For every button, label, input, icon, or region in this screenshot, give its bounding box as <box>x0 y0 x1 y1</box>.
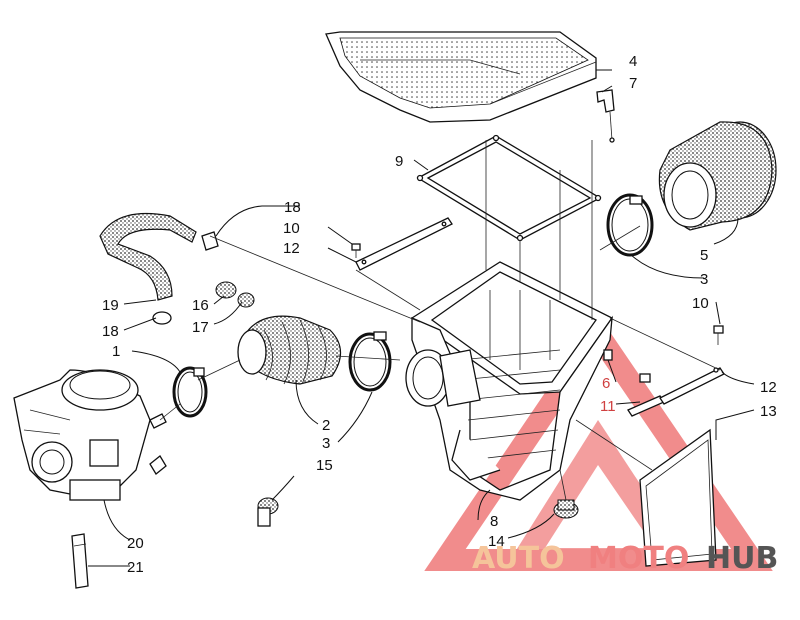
callout-10-upper: 10 <box>283 220 300 237</box>
leader-lines <box>88 69 755 567</box>
small-caps-16-17 <box>215 281 255 308</box>
callout-labels: 4 7 9 18 10 12 5 3 10 19 16 18 17 1 6 12… <box>102 53 777 576</box>
callout-6: 9 <box>395 153 403 170</box>
watermark-auto: AUTO <box>472 541 565 576</box>
callout-4: 8 <box>490 513 498 530</box>
watermark-hub: HUB <box>706 541 778 576</box>
carb-clamp <box>172 366 208 418</box>
callout-3-lower: 3 <box>322 435 330 452</box>
gasket-frame <box>416 134 602 242</box>
callout-9: 6 <box>602 375 610 392</box>
callout-18-upper: 18 <box>284 199 301 216</box>
callout-13: 13 <box>760 403 777 420</box>
screw-lower <box>713 325 724 345</box>
callout-12-upper: 12 <box>283 240 300 257</box>
callout-2: 2 <box>322 417 330 434</box>
clamp-upper <box>606 193 654 257</box>
clamp-lower <box>348 331 392 392</box>
callout-18-lower: 18 <box>102 323 119 340</box>
screw-upper <box>351 243 361 258</box>
callout-21: 21 <box>127 559 144 576</box>
screw-15 <box>257 497 279 527</box>
air-filter <box>658 121 777 231</box>
callout-19: 19 <box>102 297 119 314</box>
callout-10-lower: 10 <box>692 295 709 312</box>
bracket-lower <box>659 367 725 405</box>
clip-part-8 <box>596 89 615 143</box>
intake-boot <box>237 315 342 385</box>
air-box-cover <box>325 31 597 123</box>
panel-part-13 <box>639 428 717 567</box>
callout-20: 20 <box>127 535 144 552</box>
drain-hose <box>71 533 89 589</box>
bracket-upper <box>355 217 453 271</box>
watermark-logo: AUTO MOTO HUB <box>472 541 778 576</box>
callout-5: 5 <box>700 247 708 264</box>
watermark-moto: MOTO <box>588 541 689 576</box>
fitting-18-lower <box>152 311 172 325</box>
callout-8: 7 <box>629 75 637 92</box>
breather-hose <box>99 212 197 301</box>
callout-1: 1 <box>112 343 120 360</box>
callout-3-upper: 3 <box>700 271 708 288</box>
callout-15: 15 <box>316 457 333 474</box>
drain-plug <box>553 499 579 519</box>
fitting-18-upper <box>201 231 219 251</box>
carburetor <box>13 369 167 501</box>
callout-14: 14 <box>488 533 505 550</box>
callout-11: 11 <box>600 398 616 415</box>
air-box <box>405 261 613 501</box>
callout-12-lower: 12 <box>760 379 777 396</box>
callout-16: 16 <box>192 297 209 314</box>
callout-7: 4 <box>629 53 637 70</box>
callout-17: 17 <box>192 319 209 336</box>
